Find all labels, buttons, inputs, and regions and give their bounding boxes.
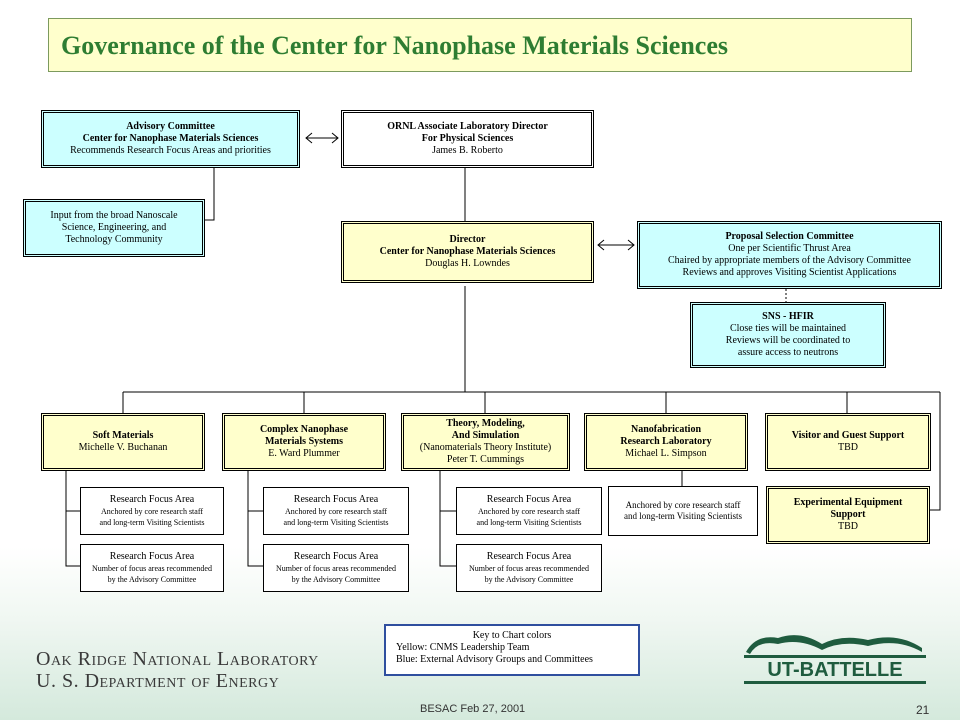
thrust-soft-materials: Soft Materials Michelle V. Buchanan [41,413,205,471]
sns-hfir-box: SNS - HFIR Close ties will be maintained… [690,302,886,368]
thrust-theory-title-2: And Simulation [451,430,520,441]
nanofab-anchored-line-2: and long-term Visiting Scientists [623,511,743,521]
connector-drop-experimental [930,392,941,511]
arrow-director-proposal [597,239,635,251]
rfa-line-2: and long-term Visiting Scientists [283,518,389,527]
thrust-theory-modeling: Theory, Modeling, And Simulation (Nanoma… [401,413,570,471]
experimental-lead: TBD [838,521,858,532]
rfa-title: Research Focus Area [293,494,379,505]
rfa-line-2: by the Advisory Committee [484,575,574,584]
key-title: Key to Chart colors [472,630,552,641]
rfa-line-1: Anchored by core research staff [477,507,581,516]
nanofab-anchored-box: Anchored by core research staff and long… [608,486,758,536]
thrust-nanofabrication: Nanofabrication Research Laboratory Mich… [584,413,748,471]
advisory-title: Advisory Committee [126,121,215,132]
rfa-line-1: Anchored by core research staff [284,507,388,516]
advisory-committee-box: Advisory Committee Center for Nanophase … [41,110,300,168]
ornl-director-subtitle: For Physical Sciences [421,133,514,144]
key-yellow: Yellow: CNMS Leadership Team [396,642,530,653]
ornl-director-box: ORNL Associate Laboratory Director For P… [341,110,594,168]
connector-theory-rfa [439,471,456,567]
proposal-line-3: Reviews and approves Visiting Scientist … [682,267,897,278]
mountain-icon [746,635,922,654]
rfa-complex-number: Research Focus Area Number of focus area… [263,544,409,592]
rfa-line-1: Number of focus areas recommended [276,564,396,573]
director-box: Director Center for Nanophase Materials … [341,221,594,283]
advisory-subtitle: Center for Nanophase Materials Sciences [82,133,259,144]
thrust-complex-nanophase: Complex Nanophase Materials Systems E. W… [222,413,386,471]
rfa-title: Research Focus Area [486,551,572,562]
input-line-2: Science, Engineering, and [61,222,167,233]
thrust-complex-lead: E. Ward Plummer [268,448,340,459]
key-blue: Blue: External Advisory Groups and Commi… [396,654,593,665]
thrust-complex-title-2: Materials Systems [264,436,344,447]
rfa-line-1: Anchored by core research staff [100,507,204,516]
proposal-committee-box: Proposal Selection Committee One per Sci… [637,221,942,289]
director-title: Director [449,234,486,245]
thrust-visitor-lead: TBD [838,442,858,453]
thrust-nanofab-lead: Michael L. Simpson [625,448,707,459]
connector-soft-rfa [65,471,80,567]
ornl-director-name: James B. Roberto [432,145,503,156]
proposal-line-1: One per Scientific Thrust Area [728,243,851,254]
input-line-1: Input from the broad Nanoscale [50,210,178,221]
thrust-theory-lead: Peter T. Cummings [446,454,525,465]
rfa-theory-anchored: Research Focus Area Anchored by core res… [456,487,602,535]
logo-rule-bottom [744,681,926,684]
footer-date: BESAC Feb 27, 2001 [420,703,526,715]
page-number: 21 [916,703,930,717]
ut-battelle-logo: UT-BATTELLE [744,635,926,684]
thrust-visitor-title: Visitor and Guest Support [791,430,905,441]
sns-line-3: assure access to neutrons [737,347,839,358]
logo-rule-top [744,655,926,658]
rfa-line-2: and long-term Visiting Scientists [476,518,582,527]
thrust-nanofab-title-1: Nanofabrication [631,424,701,435]
rfa-title: Research Focus Area [109,551,195,562]
rfa-theory-number: Research Focus Area Number of focus area… [456,544,602,592]
sns-line-1: Close ties will be maintained [729,323,847,334]
rfa-title: Research Focus Area [109,494,195,505]
color-key-box: Key to Chart colors Yellow: CNMS Leaders… [384,624,640,676]
thrust-soft-lead: Michelle V. Buchanan [78,442,168,453]
rfa-line-2: by the Advisory Committee [291,575,381,584]
input-line-3: Technology Community [65,234,163,245]
thrust-theory-institute: (Nanomaterials Theory Institute) [419,442,552,453]
director-name: Douglas H. Lowndes [425,258,510,269]
rfa-line-1: Number of focus areas recommended [92,564,212,573]
nanofab-anchored-line-1: Anchored by core research staff [625,500,741,510]
arrow-advisory-ornl [305,132,339,144]
rfa-title: Research Focus Area [486,494,572,505]
director-subtitle: Center for Nanophase Materials Sciences [379,246,556,257]
rfa-line-1: Number of focus areas recommended [469,564,589,573]
connector-complex-rfa [247,471,263,567]
advisory-description: Recommends Research Focus Areas and prio… [70,145,271,156]
slide-title: Governance of the Center for Nanophase M… [48,18,912,72]
sns-line-2: Reviews will be coordinated to [725,335,851,346]
rfa-complex-anchored: Research Focus Area Anchored by core res… [263,487,409,535]
thrust-soft-title: Soft Materials [92,430,154,441]
experimental-title-1: Experimental Equipment [793,497,903,508]
thrust-complex-title-1: Complex Nanophase [259,424,349,435]
proposal-line-2: Chaired by appropriate members of the Ad… [668,255,911,266]
proposal-title: Proposal Selection Committee [725,231,854,242]
ornl-logo: Oak Ridge National Laboratory U. S. Depa… [36,648,319,692]
ornl-director-title: ORNL Associate Laboratory Director [387,121,548,132]
thrust-nanofab-title-2: Research Laboratory [620,436,712,447]
thrust-theory-title-1: Theory, Modeling, [446,418,525,429]
community-input-box: Input from the broad Nanoscale Science, … [23,199,205,257]
experimental-equipment-box: Experimental Equipment Support TBD [766,486,930,544]
connector-advisory-input [205,167,215,221]
sns-title: SNS - HFIR [762,311,814,322]
experimental-title-2: Support [830,509,866,520]
rfa-line-2: and long-term Visiting Scientists [99,518,205,527]
rfa-soft-number: Research Focus Area Number of focus area… [80,544,224,592]
rfa-soft-anchored: Research Focus Area Anchored by core res… [80,487,224,535]
ornl-logo-line-2: U. S. Department of Energy [36,670,280,692]
rfa-line-2: by the Advisory Committee [107,575,197,584]
ornl-logo-line-1: Oak Ridge National Laboratory [36,648,319,670]
rfa-title: Research Focus Area [293,551,379,562]
thrust-visitor-support: Visitor and Guest Support TBD [765,413,931,471]
ut-battelle-wordmark: UT-BATTELLE [767,659,902,681]
